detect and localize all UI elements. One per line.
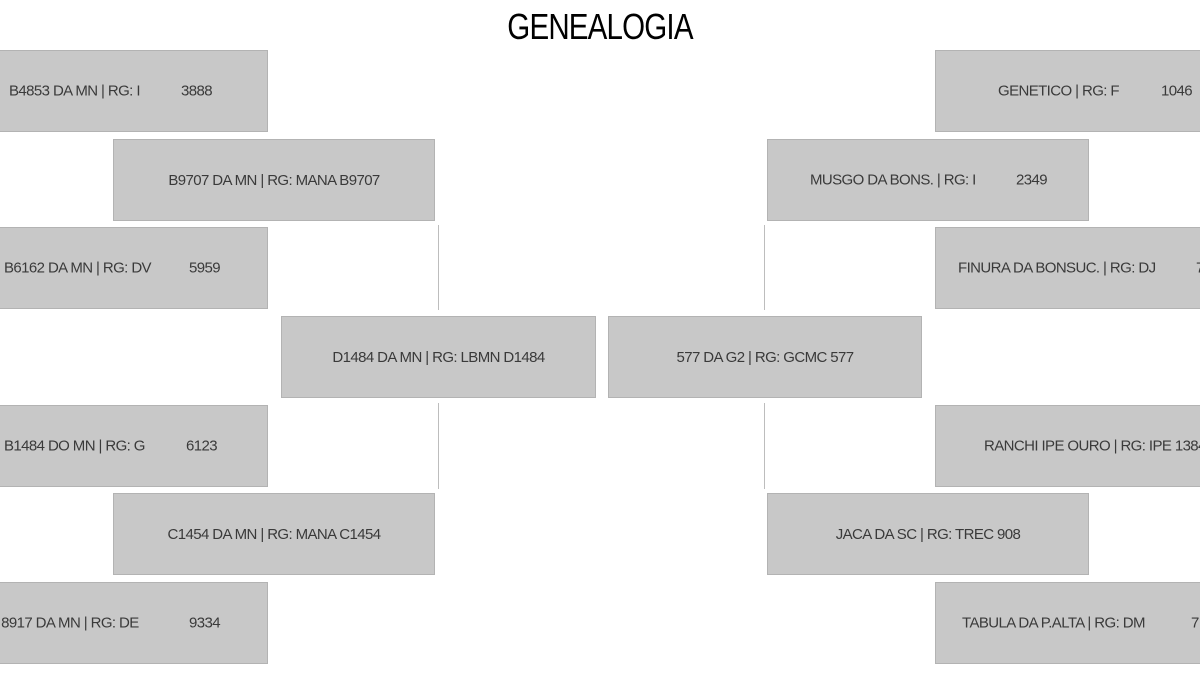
right-dam-dam-box[interactable]: TABULA DA P.ALTA | RG: DM 7: [935, 582, 1200, 664]
right-sire-number: 2349: [1016, 171, 1048, 189]
left-sire-sire-box[interactable]: B4853 DA MN | RG: I 3888: [0, 50, 268, 132]
left-sire-box[interactable]: B9707 DA MN | RG: MANA B9707: [113, 139, 435, 221]
left-subject-box[interactable]: D1484 DA MN | RG: LBMN D1484: [281, 316, 596, 398]
left-sire-name: B9707 DA MN | RG: MANA B9707: [168, 171, 380, 189]
right-sire-sire-number: 1046: [1161, 82, 1193, 100]
left-dam-dam-name: A 8917 DA MN | RG: DE: [0, 614, 139, 632]
left-sire-sire-name: B4853 DA MN | RG: I: [9, 82, 140, 100]
connector-left-upper: [438, 225, 439, 310]
right-dam-box[interactable]: JACA DA SC | RG: TREC 908: [767, 493, 1089, 575]
right-dam-dam-number: 7: [1191, 614, 1199, 632]
page-title: GENEALOGIA: [507, 6, 693, 47]
right-dam-dam-name: TABULA DA P.ALTA | RG: DM: [962, 614, 1145, 632]
right-dam-sire-name: RANCHI IPE OURO | RG: IPE 1384: [984, 437, 1200, 455]
left-dam-sire-number: 6123: [186, 437, 218, 455]
right-dam-name: JACA DA SC | RG: TREC 908: [835, 525, 1021, 543]
left-subject-name: D1484 DA MN | RG: LBMN D1484: [332, 348, 545, 366]
left-dam-sire-name: B1484 DO MN | RG: G: [4, 437, 145, 455]
left-dam-box[interactable]: C1454 DA MN | RG: MANA C1454: [113, 493, 435, 575]
right-sire-name: MUSGO DA BONS. | RG: I: [810, 171, 976, 189]
connector-right-lower: [764, 403, 765, 489]
left-dam-dam-number: 9334: [189, 614, 221, 632]
right-subject-name: 577 DA G2 | RG: GCMC 577: [676, 348, 854, 366]
left-sire-sire-number: 3888: [181, 82, 213, 100]
left-dam-sire-box[interactable]: B1484 DO MN | RG: G 6123: [0, 405, 268, 487]
right-sire-dam-box[interactable]: FINURA DA BONSUC. | RG: DJ 7: [935, 227, 1200, 309]
left-sire-dam-name: B6162 DA MN | RG: DV: [4, 259, 152, 277]
right-sire-dam-name: FINURA DA BONSUC. | RG: DJ: [958, 259, 1156, 277]
right-dam-sire-box[interactable]: RANCHI IPE OURO | RG: IPE 1384: [935, 405, 1200, 487]
right-sire-dam-number: 7: [1196, 260, 1200, 277]
right-sire-box[interactable]: MUSGO DA BONS. | RG: I 2349: [767, 139, 1089, 221]
left-sire-dam-box[interactable]: B6162 DA MN | RG: DV 5959: [0, 227, 268, 309]
connector-right-upper: [764, 225, 765, 310]
connector-left-lower: [438, 403, 439, 489]
left-dam-name: C1454 DA MN | RG: MANA C1454: [167, 525, 381, 543]
right-subject-box[interactable]: 577 DA G2 | RG: GCMC 577: [608, 316, 922, 398]
left-sire-dam-number: 5959: [189, 259, 221, 277]
right-sire-sire-box[interactable]: GENETICO | RG: F 1046: [935, 50, 1200, 132]
left-dam-dam-box[interactable]: A 8917 DA MN | RG: DE 9334: [0, 582, 268, 664]
right-sire-sire-name: GENETICO | RG: F: [998, 82, 1120, 100]
